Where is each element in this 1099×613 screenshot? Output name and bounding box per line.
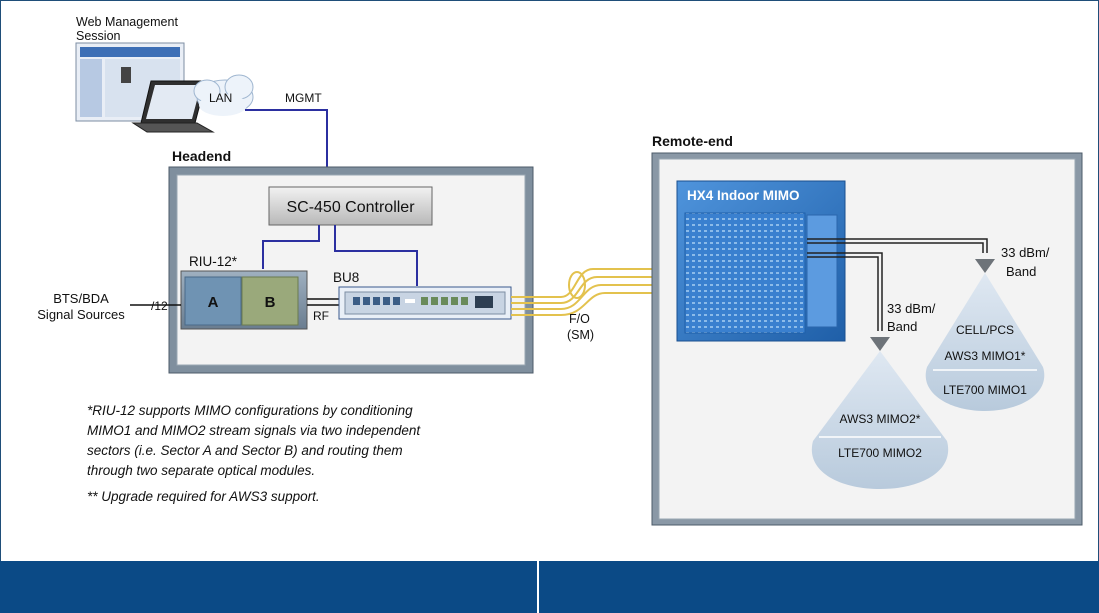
coverage-cone-2 xyxy=(811,351,949,489)
lan-cloud-icon xyxy=(193,74,254,116)
fiber-link xyxy=(511,268,677,316)
antenna-1-marker xyxy=(975,259,995,273)
controller-label: SC-450 Controller xyxy=(286,199,415,216)
web-session-line1: Web Management xyxy=(76,15,178,29)
controller-riu-link xyxy=(262,225,320,269)
mgmt-link xyxy=(245,109,328,189)
controller-bu-link xyxy=(334,225,418,286)
cone1-line1: CELL/PCS xyxy=(956,323,1014,337)
headend-title: Headend xyxy=(172,148,231,164)
antenna-feed-cone1 xyxy=(807,238,988,253)
cone2-line1: AWS3 MIMO2* xyxy=(840,412,921,426)
sc450-controller xyxy=(268,186,433,226)
bu8-unit xyxy=(338,286,512,320)
sector-a-module xyxy=(184,276,242,326)
lan-label: LAN xyxy=(209,91,232,105)
remote-title: Remote-end xyxy=(652,133,733,149)
note-line5: ** Upgrade required for AWS3 support. xyxy=(87,489,320,504)
note-line4: through two separate optical modules. xyxy=(87,463,315,478)
power-b-line2: Band xyxy=(887,319,917,334)
antenna-2-marker xyxy=(870,337,890,351)
antenna-feed-cone2 xyxy=(807,252,883,331)
sources-line2: Signal Sources xyxy=(37,307,125,322)
power-a-line1: 33 dBm/ xyxy=(1001,245,1050,260)
bu8-label: BU8 xyxy=(333,270,359,285)
input-count-label: /12 xyxy=(151,299,168,313)
hx4-label: HX4 Indoor MIMO xyxy=(687,188,800,203)
coverage-cone-1 xyxy=(925,273,1045,411)
hx4-indoor-mimo-unit xyxy=(676,180,846,342)
cone1-line3: LTE700 MIMO1 xyxy=(943,383,1027,397)
footer-bar xyxy=(0,561,1099,613)
riu-label: RIU-12* xyxy=(189,254,238,269)
sources-line1: BTS/BDA xyxy=(53,291,109,306)
fiber-line2: (SM) xyxy=(567,328,594,342)
footer-cell-right xyxy=(539,561,1099,613)
sector-b-module xyxy=(241,276,299,326)
fiber-line1: F/O xyxy=(569,312,590,326)
note-line1: *RIU-12 supports MIMO configurations by … xyxy=(87,403,413,418)
laptop-icon xyxy=(75,42,215,133)
mgmt-label: MGMT xyxy=(285,91,322,105)
sector-b-label: B xyxy=(265,294,276,311)
cone2-line2: LTE700 MIMO2 xyxy=(838,446,922,460)
cone1-line2: AWS3 MIMO1* xyxy=(945,349,1026,363)
footer-cell-left xyxy=(0,561,539,613)
note-line3: sectors (i.e. Sector A and Sector B) and… xyxy=(87,443,403,458)
power-b-line1: 33 dBm/ xyxy=(887,301,936,316)
riu-12-unit xyxy=(180,270,308,330)
rf-label: RF xyxy=(313,309,329,323)
web-session-line2: Session xyxy=(76,29,121,43)
system-diagram: Web Management Session LAN MGMT Headend … xyxy=(37,15,1083,526)
note-line2: MIMO1 and MIMO2 stream signals via two i… xyxy=(87,423,421,438)
power-a-line2: Band xyxy=(1006,264,1036,279)
sector-a-label: A xyxy=(208,294,219,311)
